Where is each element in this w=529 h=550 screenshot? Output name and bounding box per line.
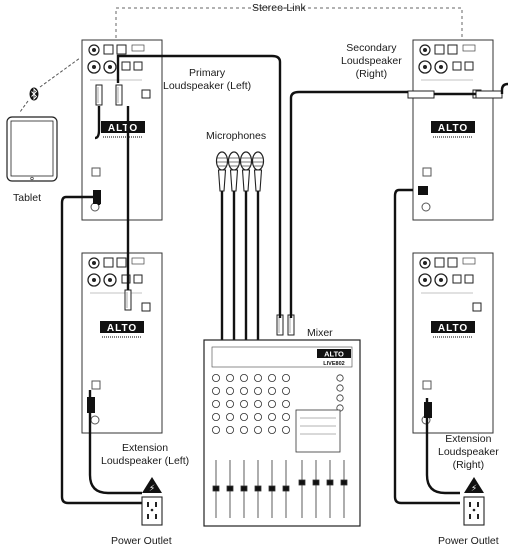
xlr-connector-icon (407, 90, 435, 99)
svg-text:ALTO: ALTO (324, 350, 344, 359)
secondary-loudspeaker-label: Secondary Loudspeaker (Right) (341, 42, 402, 80)
cables (60, 54, 509, 505)
power-outlet-left (141, 476, 163, 526)
stereo-link-label: Stereo-Link (252, 2, 306, 14)
microphones (215, 151, 265, 192)
mic-cables (220, 191, 260, 345)
tablet-device (6, 116, 58, 182)
microphone-icon (215, 151, 229, 192)
extension-loudspeaker-left-label: Extension Loudspeaker (Left) (101, 442, 190, 467)
tablet-label: Tablet (13, 192, 42, 204)
mixer: ALTO LIVE802 (203, 339, 361, 527)
xlr-connector-icon (95, 84, 103, 106)
mixer-faders (212, 460, 348, 518)
mixer-logo: ALTO LIVE802 (317, 349, 351, 367)
primary-loudspeaker-label: Primary Loudspeaker (Left) (163, 67, 252, 92)
xlr-connector-icon (115, 84, 123, 106)
stereo-link-line (115, 7, 463, 44)
extension-loudspeaker-right-label: Extension Loudspeaker (Right) (438, 433, 499, 471)
power-outlet-right-label: Power Outlet (438, 535, 499, 547)
bluetooth-link-lower (19, 100, 29, 113)
xlr-connector-icon (124, 289, 132, 311)
svg-text:LIVE802: LIVE802 (323, 361, 344, 367)
power-outlet-right (463, 476, 485, 526)
microphones-label: Microphones (206, 130, 267, 142)
bluetooth-icon (29, 87, 39, 101)
xlr-connector-icon (475, 90, 503, 99)
microphone-icon (227, 151, 241, 192)
mixer-label: Mixer (307, 327, 333, 339)
power-cord-plugs (87, 186, 432, 418)
microphone-icon (251, 151, 265, 192)
microphone-icon (239, 151, 253, 192)
bluetooth-link-upper (39, 57, 81, 88)
mixer-knobs (211, 373, 344, 434)
power-outlet-left-label: Power Outlet (111, 535, 172, 547)
